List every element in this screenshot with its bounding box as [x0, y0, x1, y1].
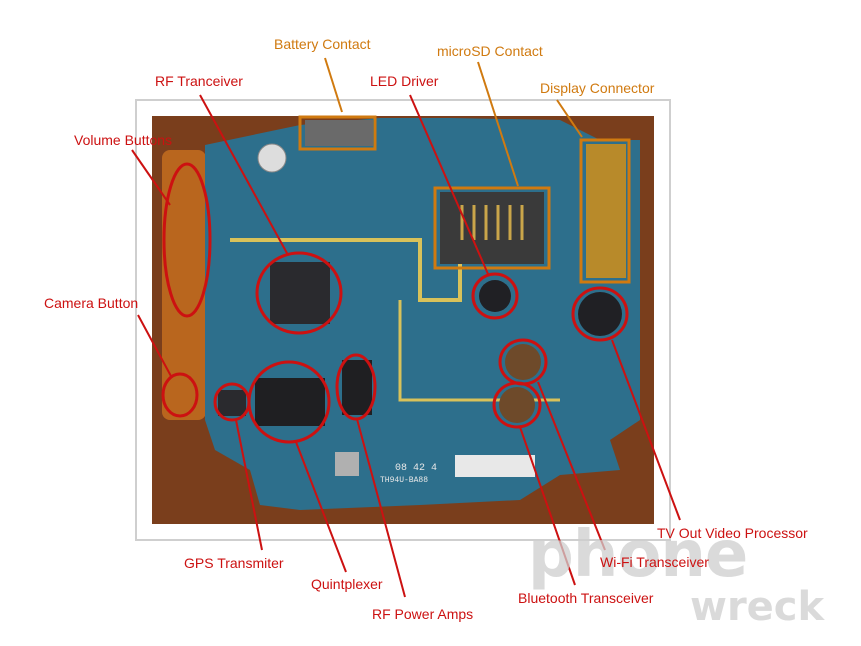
display-connector-box [579, 138, 631, 284]
rf-tranceiver-leader [199, 94, 289, 256]
camera-button-leader [137, 314, 173, 379]
bluetooth-transceiver-label: Bluetooth Transceiver [518, 590, 654, 606]
microsd-contact-part [440, 192, 544, 264]
led-driver-chip [479, 280, 511, 312]
tv-out-circle [571, 286, 629, 342]
display-connector-part [586, 144, 626, 278]
tv-out-leader [611, 339, 681, 521]
bottom-connector [455, 455, 535, 477]
bluetooth-chip [499, 387, 535, 423]
rf-chip [270, 262, 330, 324]
quintplexer-circle [247, 360, 331, 444]
quintplexer-leader [295, 441, 347, 573]
bluetooth-transceiver-circle [492, 381, 542, 429]
board-part-code: TH94U-BA88 [380, 476, 428, 485]
microsd-pins [460, 205, 524, 240]
led-driver-leader [409, 94, 489, 275]
rf-power-amps-leader [356, 418, 406, 598]
led-driver-circle [471, 272, 519, 320]
tv-out-chip [578, 292, 622, 336]
board-date-code: 08 42 4 [395, 463, 437, 474]
led-driver-label: LED Driver [370, 73, 439, 89]
gps-chip [218, 390, 246, 416]
volume-buttons-label: Volume Buttons [74, 132, 173, 148]
gps-transmiter-label: GPS Transmiter [184, 555, 284, 571]
quintplexer-label: Quintplexer [311, 576, 383, 592]
watermark-phone: phone [528, 518, 748, 592]
volume-buttons-circle [162, 162, 212, 318]
capacitor [257, 143, 287, 173]
microsd-contact-leader [477, 61, 519, 187]
camera-button-circle [161, 372, 199, 418]
quintplexer-chip [255, 378, 325, 426]
bottom-switch [335, 452, 359, 476]
wifi-transceiver-label: Wi-Fi Transceiver [600, 554, 709, 570]
battery-contact-label: Battery Contact [274, 36, 371, 52]
battery-contact-leader [324, 57, 343, 113]
battery-contact-part [305, 120, 373, 146]
display-connector-leader [556, 99, 583, 138]
battery-contact-box [298, 115, 377, 151]
rf-amp-chip [342, 360, 372, 415]
rf-tranceiver-label: RF Tranceiver [155, 73, 243, 89]
display-connector-label: Display Connector [540, 80, 655, 96]
rf-power-amps-circle [335, 353, 377, 421]
microsd-contact-label: microSD Contact [437, 43, 543, 59]
rf-tranceiver-circle [255, 251, 343, 335]
tv-out-video-processor-label: TV Out Video Processor [657, 525, 808, 541]
gold-trace [230, 225, 462, 302]
wifi-transceiver-leader [537, 381, 606, 551]
volume-buttons-leader [131, 149, 171, 206]
rf-power-amps-label: RF Power Amps [372, 606, 474, 622]
camera-button-label: Camera Button [44, 295, 139, 311]
microsd-contact-box [433, 186, 551, 270]
watermark-wreck: wreck [690, 584, 825, 630]
wifi-chip [505, 344, 541, 380]
bluetooth-transceiver-leader [519, 426, 576, 586]
gps-transmiter-leader [235, 419, 263, 551]
flex-ribbon [162, 150, 206, 420]
